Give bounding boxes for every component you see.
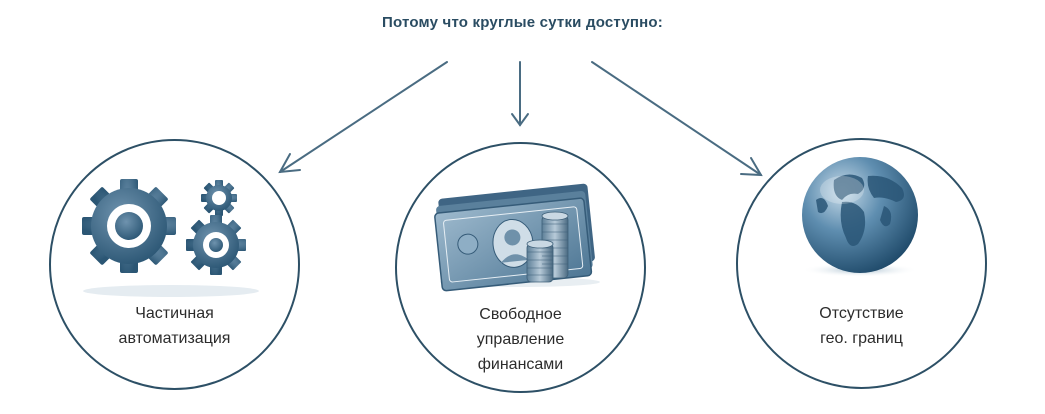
feature-finance-label: Свободное управление финансами	[476, 306, 565, 373]
coin-stack	[526, 211, 569, 283]
arrow-left	[278, 61, 448, 174]
feature-automation-label: Частичная автоматизация	[118, 305, 231, 347]
gears-icon	[82, 179, 259, 297]
globe-icon	[802, 157, 918, 277]
feature-automation: Частичная автоматизация	[49, 139, 300, 390]
heading: Потому что круглые сутки доступно:	[382, 14, 663, 31]
arrow-right	[591, 61, 763, 177]
arrow-center	[511, 61, 529, 127]
money-coins-icon	[434, 183, 600, 292]
feature-geo-label: Отсутствие гео. границ	[819, 305, 904, 347]
feature-finance: Свободное управление финансами	[395, 142, 646, 393]
feature-geo: Отсутствие гео. границ	[736, 138, 987, 389]
